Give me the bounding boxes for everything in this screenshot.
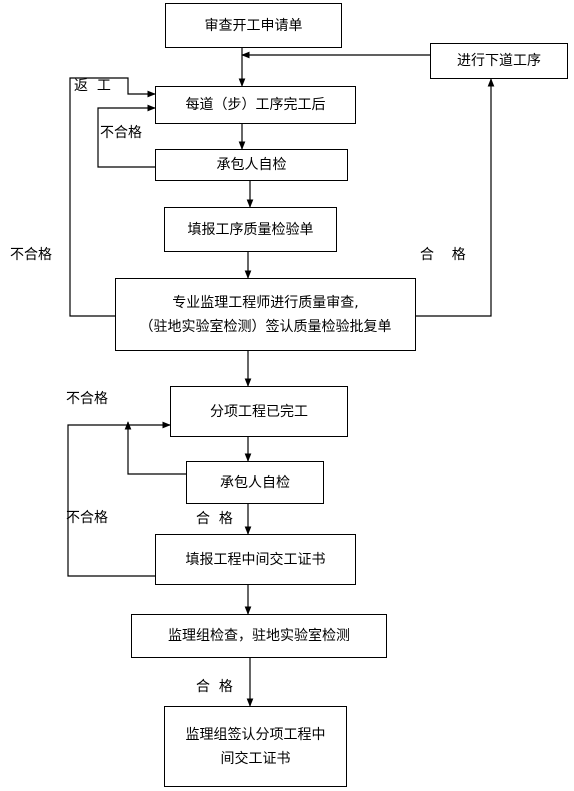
arrow-rework-loop bbox=[69, 77, 156, 317]
node-engineer-review: 专业监理工程师进行质量审查, （驻地实验室检测）签认质量检验批复单 bbox=[115, 278, 416, 351]
node-next-process: 进行下道工序 bbox=[430, 43, 568, 79]
node-fill-handover-cert: 填报工程中间交工证书 bbox=[155, 534, 356, 585]
node-sign-cert-line2: 间交工证书 bbox=[220, 750, 291, 767]
node-fill-handover-cert-text: 填报工程中间交工证书 bbox=[185, 551, 326, 568]
label-fail-3: 不合格 bbox=[66, 510, 108, 526]
node-process-complete-text: 每道（步）工序完工后 bbox=[185, 97, 326, 113]
node-engineer-review-line2: （驻地实验室检测）签认质量检验批复单 bbox=[139, 318, 392, 335]
node-sign-cert-line1: 监理组签认分项工程中 bbox=[185, 726, 326, 743]
label-pass-3: 合 格 bbox=[196, 679, 233, 695]
node-subitem-complete-text: 分项工程已完工 bbox=[210, 403, 308, 420]
label-fail-outer: 不合格 bbox=[10, 247, 52, 263]
node-contractor-check-2-text: 承包人自检 bbox=[220, 474, 290, 491]
label-fail-1: 不合格 bbox=[100, 125, 142, 141]
label-pass-1: 合 格 bbox=[420, 247, 466, 263]
node-review-application: 审查开工申请单 bbox=[165, 3, 342, 48]
node-review-application-text: 审查开工申请单 bbox=[204, 17, 303, 34]
arrow-fail-check-loop bbox=[97, 104, 156, 168]
node-fill-quality-form: 填报工序质量检验单 bbox=[164, 207, 337, 252]
node-supervision-inspect: 监理组检查，驻地实验室检测 bbox=[131, 614, 387, 658]
node-contractor-check-2: 承包人自检 bbox=[186, 461, 324, 504]
node-supervision-inspect-text: 监理组检查，驻地实验室检测 bbox=[168, 628, 350, 644]
label-rework: 返 工 bbox=[74, 78, 111, 94]
arrow-fail-check2-loop bbox=[124, 421, 186, 475]
node-next-process-text: 进行下道工序 bbox=[457, 53, 541, 69]
arrow-pass-to-next bbox=[416, 78, 495, 317]
label-pass-2: 合 格 bbox=[196, 511, 233, 527]
node-engineer-review-line1: 专业监理工程师进行质量审查, bbox=[172, 294, 359, 311]
label-fail-2: 不合格 bbox=[66, 391, 108, 407]
node-process-complete: 每道（步）工序完工后 bbox=[155, 86, 356, 124]
node-fill-quality-form-text: 填报工序质量检验单 bbox=[187, 221, 314, 238]
node-contractor-check-1-text: 承包人自检 bbox=[216, 157, 287, 173]
arrow-fail-cert-loop bbox=[67, 421, 171, 577]
node-sign-cert: 监理组签认分项工程中 间交工证书 bbox=[164, 706, 347, 787]
node-contractor-check-1: 承包人自检 bbox=[155, 149, 348, 181]
node-subitem-complete: 分项工程已完工 bbox=[170, 386, 348, 437]
